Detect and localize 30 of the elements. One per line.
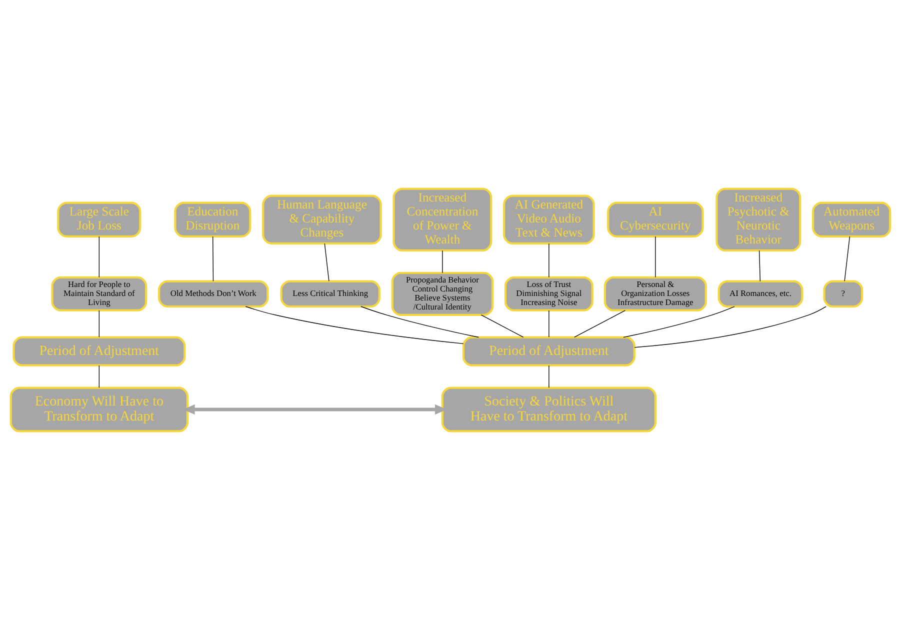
connector bbox=[844, 236, 850, 282]
connector bbox=[758, 250, 760, 282]
connector bbox=[623, 306, 735, 338]
node-box: Economy Will Have to Transform to Adapt bbox=[10, 386, 188, 432]
connector bbox=[574, 310, 626, 338]
node-box: Human Language & Capability Changes bbox=[262, 194, 382, 244]
connector bbox=[655, 236, 656, 278]
node-box: Increased Concentration of Power & Wealth bbox=[392, 188, 492, 252]
connector bbox=[548, 310, 550, 338]
node-box: Period of Adjustment bbox=[12, 336, 186, 366]
node-box: Large Scale Job Loss bbox=[57, 202, 142, 238]
node-box: Period of Adjustment bbox=[462, 336, 636, 366]
node-box: Increased Psychotic & Neurotic Behavior bbox=[716, 188, 802, 252]
node-box: AI Generated Video Audio Text & News bbox=[503, 194, 595, 244]
connector bbox=[212, 236, 214, 282]
connector bbox=[98, 310, 100, 338]
node-box: Society & Politics Will Have to Transform to Adapt bbox=[441, 386, 656, 432]
node-box: Automated Weapons bbox=[812, 202, 892, 238]
connector bbox=[245, 306, 464, 344]
connector bbox=[480, 314, 524, 338]
connector bbox=[98, 236, 100, 278]
connector bbox=[98, 365, 100, 388]
connector bbox=[634, 306, 826, 348]
connector bbox=[442, 250, 443, 274]
connector bbox=[548, 243, 550, 278]
connector bbox=[360, 306, 479, 338]
node-box: AI Cybersecurity bbox=[607, 202, 704, 238]
node-box: Education Disruption bbox=[174, 202, 252, 238]
connector bbox=[548, 365, 550, 388]
connector bbox=[324, 243, 330, 282]
